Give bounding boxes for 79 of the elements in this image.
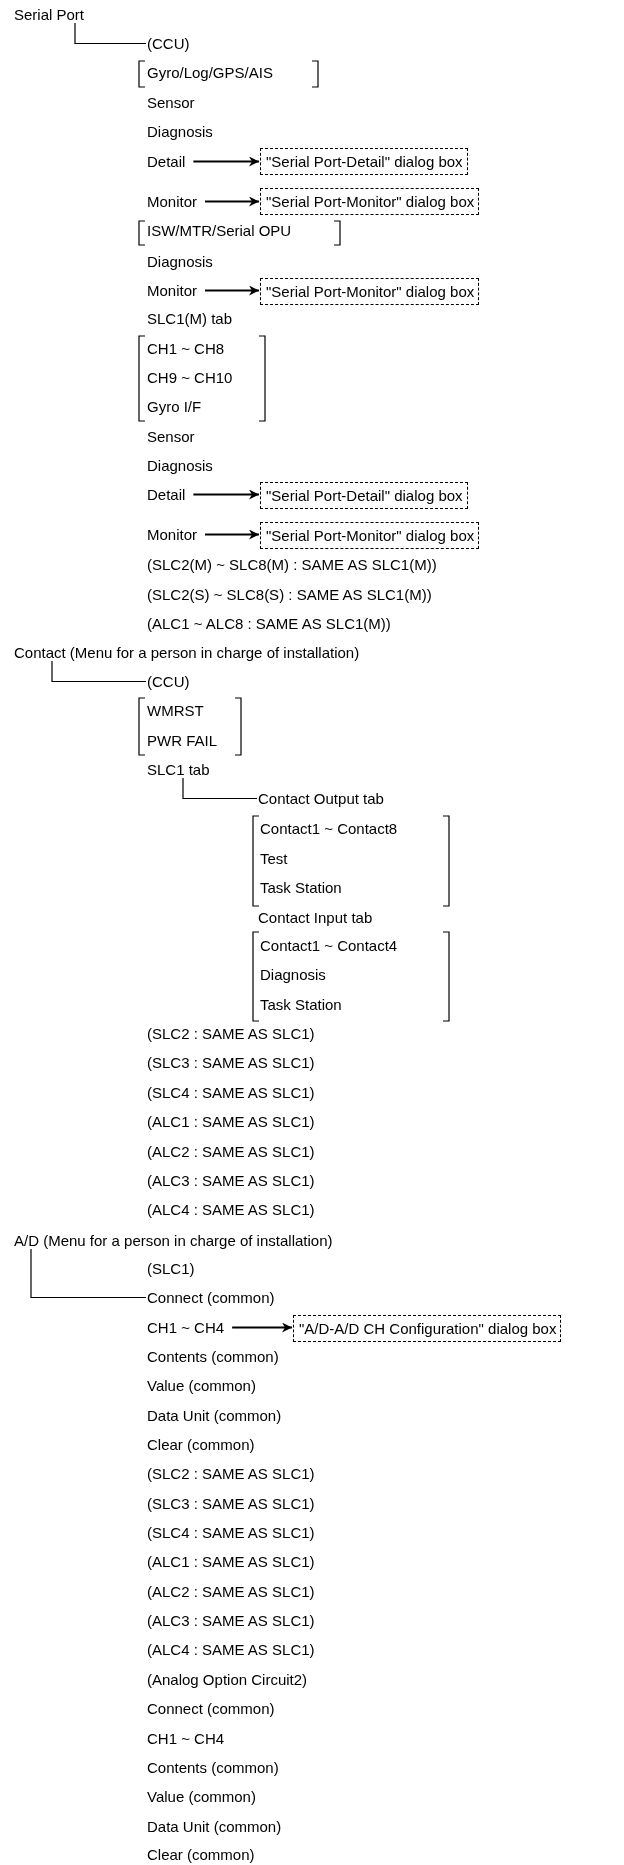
- menu-item: Detail: [147, 486, 186, 503]
- menu-item: Diagnosis: [147, 123, 213, 140]
- menu-heading: Serial Port: [14, 6, 85, 23]
- menu-item: (ALC1 : SAME AS SLC1): [147, 1553, 315, 1570]
- menu-item: Test: [260, 850, 288, 867]
- menu-item: (SLC3 : SAME AS SLC1): [147, 1054, 315, 1071]
- menu-item: (CCU): [147, 673, 190, 690]
- menu-item: (SLC3 : SAME AS SLC1): [147, 1495, 315, 1512]
- dialog-box: "Serial Port-Monitor" dialog box: [260, 522, 480, 549]
- menu-item: (ALC4 : SAME AS SLC1): [147, 1641, 315, 1658]
- menu-item: Gyro I/F: [147, 398, 202, 415]
- dialog-box: "Serial Port-Monitor" dialog box: [260, 188, 480, 215]
- menu-item: SLC1(M) tab: [147, 310, 233, 327]
- menu-item: (SLC4 : SAME AS SLC1): [147, 1084, 315, 1101]
- menu-item: Clear (common): [147, 1846, 255, 1863]
- arrow: [204, 196, 260, 207]
- menu-item: CH1 ~ CH4: [147, 1319, 225, 1336]
- tree-connector: [74, 22, 147, 45]
- tree-connector: [51, 660, 147, 683]
- menu-item: (CCU): [147, 35, 190, 52]
- menu-heading: A/D (Menu for a person in charge of installation): [14, 1232, 333, 1249]
- menu-item: WMRST: [147, 702, 204, 719]
- menu-item: (SLC2(S) ~ SLC8(S) : SAME AS SLC1(M)): [147, 586, 432, 603]
- menu-item: Detail: [147, 153, 186, 170]
- menu-item: (SLC2(M) ~ SLC8(M) : SAME AS SLC1(M)): [147, 556, 437, 573]
- menu-item: (ALC1 : SAME AS SLC1): [147, 1113, 315, 1130]
- menu-item: Contents (common): [147, 1759, 279, 1776]
- menu-item: (Analog Option Circuit2): [147, 1671, 308, 1688]
- menu-item: Task Station: [260, 879, 342, 896]
- menu-item: Data Unit (common): [147, 1818, 282, 1835]
- dialog-box: "Serial Port-Detail" dialog box: [260, 148, 468, 175]
- menu-item: (SLC1): [147, 1260, 195, 1277]
- arrow: [204, 529, 260, 540]
- menu-item: Data Unit (common): [147, 1407, 282, 1424]
- menu-item: CH1 ~ CH8: [147, 340, 225, 357]
- menu-item: Monitor: [147, 526, 198, 543]
- menu-item: Sensor: [147, 94, 195, 111]
- menu-item: Contact1 ~ Contact4: [260, 937, 398, 954]
- menu-item: Contents (common): [147, 1348, 279, 1365]
- menu-item: (ALC1 ~ ALC8 : SAME AS SLC1(M)): [147, 615, 391, 632]
- tree-connector: [182, 777, 258, 800]
- menu-item: Value (common): [147, 1788, 256, 1805]
- menu-item: PWR FAIL: [147, 732, 217, 749]
- arrow: [231, 1322, 293, 1333]
- menu-item: (SLC2 : SAME AS SLC1): [147, 1465, 315, 1482]
- menu-item: (ALC2 : SAME AS SLC1): [147, 1583, 315, 1600]
- menu-item: ISW/MTR/Serial OPU: [147, 222, 292, 239]
- menu-item: (ALC4 : SAME AS SLC1): [147, 1201, 315, 1218]
- menu-item: Diagnosis: [260, 966, 326, 983]
- menu-item: (ALC2 : SAME AS SLC1): [147, 1143, 315, 1160]
- menu-item: Contact1 ~ Contact8: [260, 820, 398, 837]
- arrow: [192, 156, 260, 167]
- dialog-box: "Serial Port-Detail" dialog box: [260, 482, 468, 509]
- menu-item: Connect (common): [147, 1289, 275, 1306]
- menu-item: CH1 ~ CH4: [147, 1730, 225, 1747]
- menu-item: Gyro/Log/GPS/AIS: [147, 64, 273, 81]
- menu-item: SLC1 tab: [147, 761, 210, 778]
- menu-item: CH9 ~ CH10: [147, 369, 233, 386]
- menu-item: Diagnosis: [147, 457, 213, 474]
- menu-heading: Contact (Menu for a person in charge of installation): [14, 644, 360, 661]
- menu-item: Sensor: [147, 428, 195, 445]
- menu-item: Connect (common): [147, 1700, 275, 1717]
- menu-item: Contact Input tab: [258, 909, 373, 926]
- dialog-box: "Serial Port-Monitor" dialog box: [260, 278, 480, 305]
- menu-item: Contact Output tab: [258, 790, 384, 807]
- dialog-box: "A/D-A/D CH Configuration" dialog box: [293, 1315, 562, 1342]
- menu-item: Task Station: [260, 996, 342, 1013]
- menu-item: Diagnosis: [147, 253, 213, 270]
- menu-item: (ALC3 : SAME AS SLC1): [147, 1172, 315, 1189]
- menu-item: (SLC2 : SAME AS SLC1): [147, 1025, 315, 1042]
- menu-item: (SLC4 : SAME AS SLC1): [147, 1524, 315, 1541]
- menu-item: Monitor: [147, 282, 198, 299]
- menu-item: Monitor: [147, 193, 198, 210]
- menu-item: Clear (common): [147, 1436, 255, 1453]
- arrow: [192, 489, 260, 500]
- tree-connector: [30, 1248, 147, 1299]
- menu-item: (ALC3 : SAME AS SLC1): [147, 1612, 315, 1629]
- arrow: [204, 285, 260, 296]
- menu-item: Value (common): [147, 1377, 256, 1394]
